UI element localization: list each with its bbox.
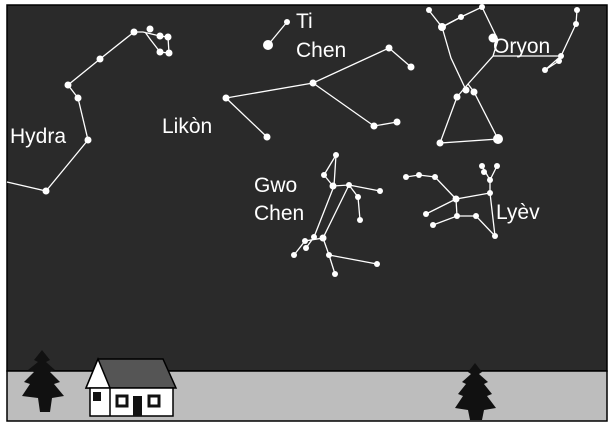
house-window [93, 392, 101, 401]
label-ti-chen-line1: Ti [296, 10, 313, 33]
house-window [149, 396, 159, 406]
label-hydra: Hydra [10, 125, 66, 148]
label-oryon: Oryon [493, 35, 550, 58]
label-ti-chen-line2: Chen [296, 39, 346, 62]
label-lyev: Lyèv [496, 201, 540, 224]
label-gwo-chen-line1: Gwo [254, 174, 297, 197]
label-gwo-chen-line2: Chen [254, 202, 304, 225]
label-likon: Likòn [162, 115, 212, 138]
house [86, 359, 176, 416]
house-wall [90, 388, 173, 416]
house-window [117, 396, 127, 406]
house-door [133, 396, 142, 416]
